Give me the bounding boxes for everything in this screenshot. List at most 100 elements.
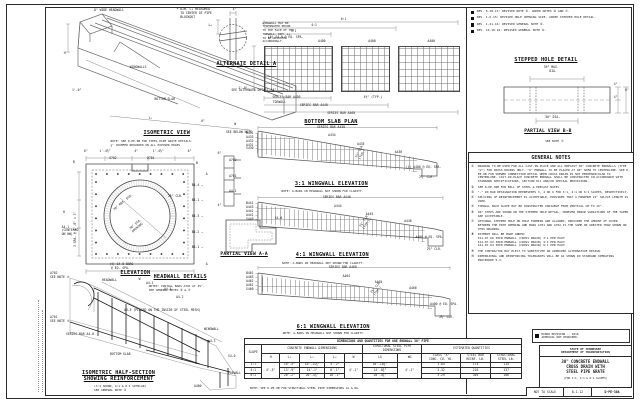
cell-l3: 6'-1" [324, 367, 346, 374]
cell-h: 4'-5" [261, 361, 280, 379]
drawing-label: W [240, 64, 243, 69]
cell-l2: 20'-5¾" [298, 372, 326, 379]
note-number: ⑤ [471, 204, 475, 209]
revision-marker-icon [471, 16, 475, 21]
note-text: TOEWALL BACK SLOPE MAY BE CONSTRUCTED VA… [477, 204, 604, 209]
group-header-quantities: ESTIMATED QUANTITIES [421, 343, 522, 354]
partial-view-bb-note: SEE NOTE ⑦ [545, 138, 564, 143]
stepped-hole-detail-title: STEPPED HOLE DETAIL [514, 56, 578, 63]
drawing-label: A [205, 171, 208, 176]
col-header-wg: WG [397, 352, 423, 363]
cell-conc: 2.32 [421, 367, 461, 374]
drawing-label: B [72, 159, 75, 164]
drawing-label: A4-5 (PLACED ON THE INSIDE OF STEEL MESH… [124, 307, 201, 312]
stepped-hole-line-art [503, 76, 629, 124]
drawing-label: A702 [109, 155, 117, 160]
drawing-label: A4-1 (CENTERED ON HW) [61, 224, 79, 237]
revision-marker-icon [471, 10, 475, 14]
drawing-label: 1'-0" [238, 86, 248, 91]
drawing-label: A400 [427, 38, 435, 43]
elevation-line-art [77, 156, 195, 274]
drawing-label: 6" [84, 149, 88, 153]
revision-text: REV. 6-18-13: REVISED NOTE ⑤. ADDED NOTE… [476, 9, 570, 13]
note-text: SEE D-PE-30B FOR BILL OF STEEL & PRECAST… [477, 184, 561, 189]
col-header-l2: L₂ [298, 352, 326, 363]
isometric-line-art [66, 13, 297, 131]
drawing-label: S4-0 [274, 216, 283, 220]
drawing-label: A446 [404, 219, 412, 224]
note-number: ① [471, 164, 475, 168]
drawing-label: 1'-0" [72, 88, 82, 93]
table-row: 6:1 20'-2" 20'-5¾" 10'-1" 20'-4¾" 3.29 3… [243, 372, 522, 379]
revision-item: REV. 6-18-13: REVISED NOTE ⑤. ADDED NOTE… [471, 9, 631, 14]
drawing-label: SEE BELOW NOTE [226, 130, 253, 135]
drawing-label: 8" [625, 88, 629, 93]
drawing-label: A466 [409, 285, 417, 290]
note-text: PAYMENT WILL BE MADE UNDER: 611-07.60 30… [477, 231, 565, 248]
note-text: DIMENSIONAL AND REINFORCING TOLERANCES W… [477, 254, 614, 262]
drawing-label: A444 [334, 204, 342, 209]
wingwall-6to1-note: NOTE: A-BARS IN HEADWALL NOT SHOWN FOR C… [282, 331, 365, 336]
isometric-view: ISOMETRIC VIEW NOTE: SEE D-PE-9B FOR STE… [50, 7, 325, 153]
drawing-label: 6" [217, 151, 222, 155]
drawing-label: SERIES BAR A430 [317, 125, 345, 129]
drawing-label: SERIES BAR A4-0 [66, 332, 94, 336]
note-number: ⑩ [471, 254, 475, 259]
note-text: "-" IN BAR DESIGNATION REPRESENTS 3, 4 O… [477, 189, 629, 194]
wingwall-6to1-title: 6:1 WINGWALL ELEVATION [296, 323, 370, 330]
drawing-label: A702 [229, 157, 237, 162]
drawing-label: 4" [232, 7, 237, 11]
drawing-label: 1'-4⅞" [99, 149, 111, 153]
cell-l1: 20'-2" [278, 372, 300, 379]
cell-wg: 4'-1" [397, 361, 423, 379]
drawing-label: H [63, 209, 65, 214]
note-number: ④ [471, 195, 475, 200]
general-note: ③"-" IN BAR DESIGNATION REPRESENTS 3, 4 … [471, 189, 630, 195]
col-header-w: W [344, 352, 363, 363]
drawing-label: 8" WIDE HEADWALL [94, 8, 124, 13]
revision-marker-icon [471, 29, 475, 34]
note-text: SPLICING OF REINFORCEMENT IS ACCEPTABLE,… [477, 195, 629, 204]
headwall-details-block: HEADWALL DETAILS NOTES: INSTALL BARS A70… [132, 274, 252, 300]
drawing-label: B441 — A443 — A442 — A441 — S440 — [246, 201, 258, 221]
note-number: ⑨ [471, 248, 475, 253]
drawing-label: SEE ALTERNATE DETAIL "A" [231, 88, 277, 93]
stamp-square-icon [535, 334, 539, 338]
drawing-label: 1'-4⅞" [152, 149, 164, 153]
drawing-label: 2⅝" CLR. [168, 193, 183, 198]
col-header-lg: LG [361, 352, 399, 363]
revision-notes: REV. 6-18-13: REVISED NOTE ⑤. ADDED NOTE… [471, 9, 631, 36]
table-row: 4:1 13'-9" 14'-1" 6'-1" 14'-0¾" 2.32 216… [243, 367, 522, 374]
drawing-label: H [63, 50, 66, 55]
drawing-title: 30" CONCRETE ENDWALL CROSS DRAIN WITH ST… [561, 359, 610, 375]
drawing-label: 4½" (TYP.) [363, 95, 383, 100]
wingwall-3to1-note: NOTE: A-BARS IN HEADWALL NOT SHOWN FOR C… [281, 188, 364, 193]
drawing-label: 6" [201, 118, 205, 123]
drawing-label: * DIM. L₃ MEASURED TO CENTER OF PIPE BLO… [176, 7, 212, 19]
drawing-subtitle: (FOR 3:1, 4:1 & 6:1 SLOPES) [563, 376, 608, 381]
stamp-text: MINOR REVISION -- 2016 APPROVAL NOT REQU… [541, 331, 579, 339]
cell-struct: 114 [490, 361, 522, 368]
note-number: ⑥ [471, 209, 475, 214]
drawing-label: B4-1 — [191, 197, 203, 202]
drawing-label: A701 [229, 174, 237, 179]
cell-l2: 10'-11¾" [298, 361, 326, 368]
alternate-detail-title: ALTERNATE DETAIL A [216, 61, 277, 68]
note-text: DRAWING TO BE USED FOR ALL CAST-IN-PLACE… [477, 164, 630, 184]
dimensions-quantities-table: DIMENSIONS AND QUANTITIES FOR ONE ENDWAL… [243, 338, 522, 379]
drawing-label: A4-3 [208, 339, 216, 344]
drawing-label: W [234, 121, 237, 126]
slab-grid-6to1 [398, 46, 460, 92]
cell-conc: 1.84 [421, 361, 461, 368]
drawing-label: A701 SEE NOTE ⑦ [50, 314, 70, 323]
drawing-label: S4-0 [228, 353, 236, 358]
partial-view-bb-title: PARTIAL VIEW B-B [524, 128, 572, 134]
